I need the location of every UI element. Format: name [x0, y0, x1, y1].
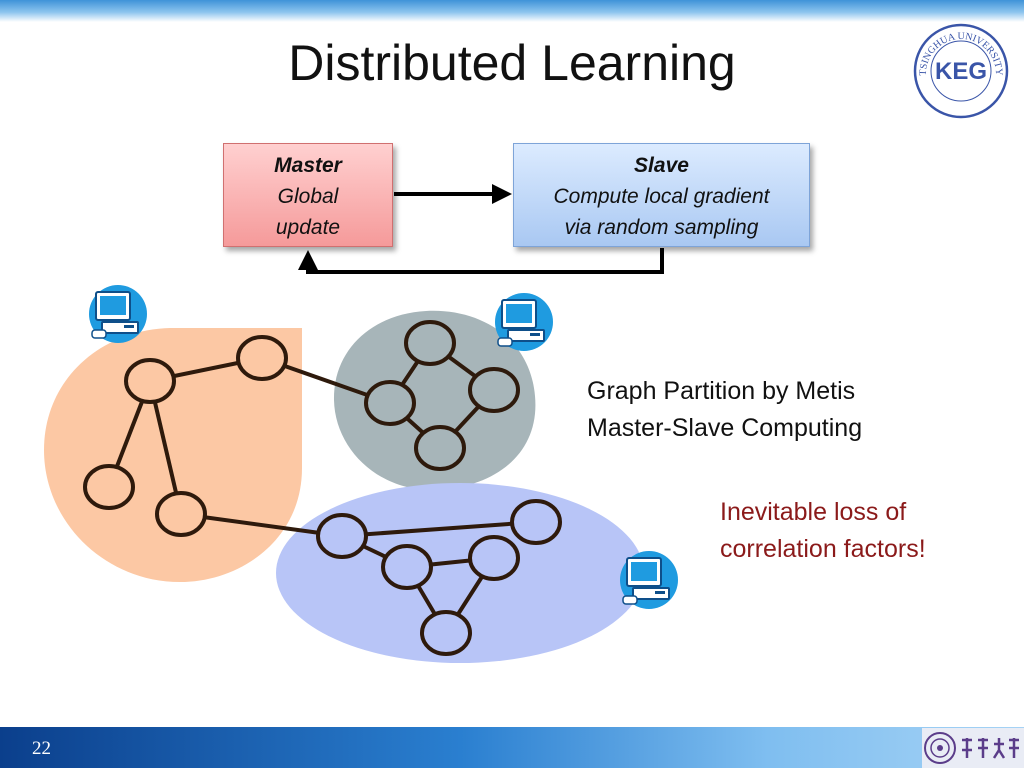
tsinghua-seal-icon [924, 732, 1019, 764]
graph-node [468, 535, 520, 581]
partition-orange [44, 328, 302, 582]
master-line2: update [275, 216, 341, 239]
graph-node [404, 320, 456, 366]
graph-node [316, 513, 368, 559]
arrow-slave-to-master [298, 248, 664, 274]
master-box: Master Global update [223, 143, 393, 247]
loss-note-line2: correlation factors! [720, 535, 926, 563]
graph-node [381, 544, 433, 590]
tsinghua-footer-logo [922, 728, 1024, 768]
partition-note: Graph Partition by Metis Master-Slave Co… [587, 373, 862, 447]
partition-gray [333, 310, 536, 491]
top-band [0, 0, 1024, 22]
master-line1: Global [277, 185, 339, 208]
graph-node [414, 425, 466, 471]
slave-line2: via random sampling [564, 216, 759, 239]
computer-icon [88, 284, 148, 344]
slide-title: Distributed Learning [288, 35, 736, 91]
loss-note: Inevitable loss of correlation factors! [720, 494, 926, 568]
graph-node [510, 499, 562, 545]
master-title: Master [274, 154, 342, 177]
computer-icon [494, 292, 554, 352]
graph-node [155, 491, 207, 537]
partition-note-line2: Master-Slave Computing [587, 414, 863, 442]
graph-node [83, 464, 135, 510]
footer-band [0, 727, 1024, 768]
slave-box: Slave Compute local gradient via random … [513, 143, 810, 247]
graph-nodes [83, 320, 562, 656]
slave-line1: Compute local gradient [553, 185, 770, 208]
graph-node [420, 610, 472, 656]
graph-node [124, 358, 176, 404]
graph-node [236, 335, 288, 381]
page-number: 22 [32, 738, 51, 759]
slave-title: Slave [634, 154, 689, 177]
logo-keg-text: KEG [935, 58, 987, 85]
loss-note-line1: Inevitable loss of [720, 498, 907, 526]
computer-icon [619, 550, 679, 610]
keg-logo: TSINGHUA UNIVERSITY KEG [913, 23, 1009, 119]
partition-note-line1: Graph Partition by Metis [587, 377, 856, 405]
graph-node [468, 367, 520, 413]
graph-node [364, 380, 416, 426]
